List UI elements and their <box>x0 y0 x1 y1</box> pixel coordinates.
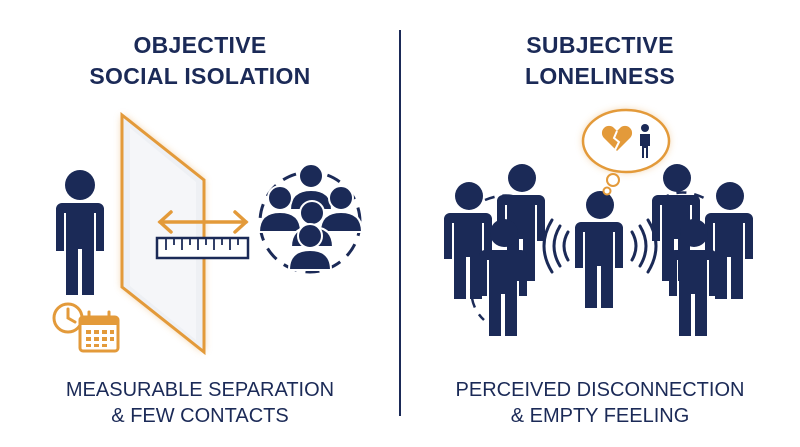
center-divider <box>399 30 401 416</box>
calendar-icon <box>78 310 120 353</box>
subjective-title: SUBJECTIVE LONELINESS <box>400 30 800 92</box>
objective-isolation-panel: OBJECTIVE SOCIAL ISOLATION <box>0 30 400 429</box>
objective-title-line1: OBJECTIVE <box>133 32 267 58</box>
clock-icon <box>52 302 84 334</box>
subjective-title-line2: LONELINESS <box>525 63 675 89</box>
group-icon <box>257 163 364 274</box>
person-icon <box>56 170 104 295</box>
objective-illustration <box>52 111 364 356</box>
objective-title-line2: SOCIAL ISOLATION <box>89 63 311 89</box>
objective-caption-line2: & FEW CONTACTS <box>111 405 289 427</box>
double-arrow-icon <box>157 210 249 234</box>
subjective-loneliness-panel: SUBJECTIVE LONELINESS <box>400 0 800 447</box>
objective-caption: MEASURABLE SEPARATION & FEW CONTACTS <box>0 377 400 429</box>
broken-heart-icon <box>601 125 633 151</box>
sound-waves-icon <box>542 218 658 274</box>
objective-title: OBJECTIVE SOCIAL ISOLATION <box>0 30 400 92</box>
ruler-icon <box>155 236 250 260</box>
subjective-title-line1: SUBJECTIVE <box>526 32 674 58</box>
small-person-icon <box>640 124 650 158</box>
subjective-caption-line1: PERCEIVED DISCONNECTION <box>455 379 745 401</box>
subjective-caption-line2: & EMPTY FEELING <box>510 405 690 427</box>
thought-bubble-icon <box>581 108 671 196</box>
central-person-icon <box>575 191 623 308</box>
subjective-caption: PERCEIVED DISCONNECTION & EMPTY FEELING <box>400 377 800 429</box>
subjective-illustration <box>444 108 753 336</box>
glass-barrier-icon <box>120 111 206 356</box>
objective-caption-line1: MEASURABLE SEPARATION <box>65 379 335 401</box>
